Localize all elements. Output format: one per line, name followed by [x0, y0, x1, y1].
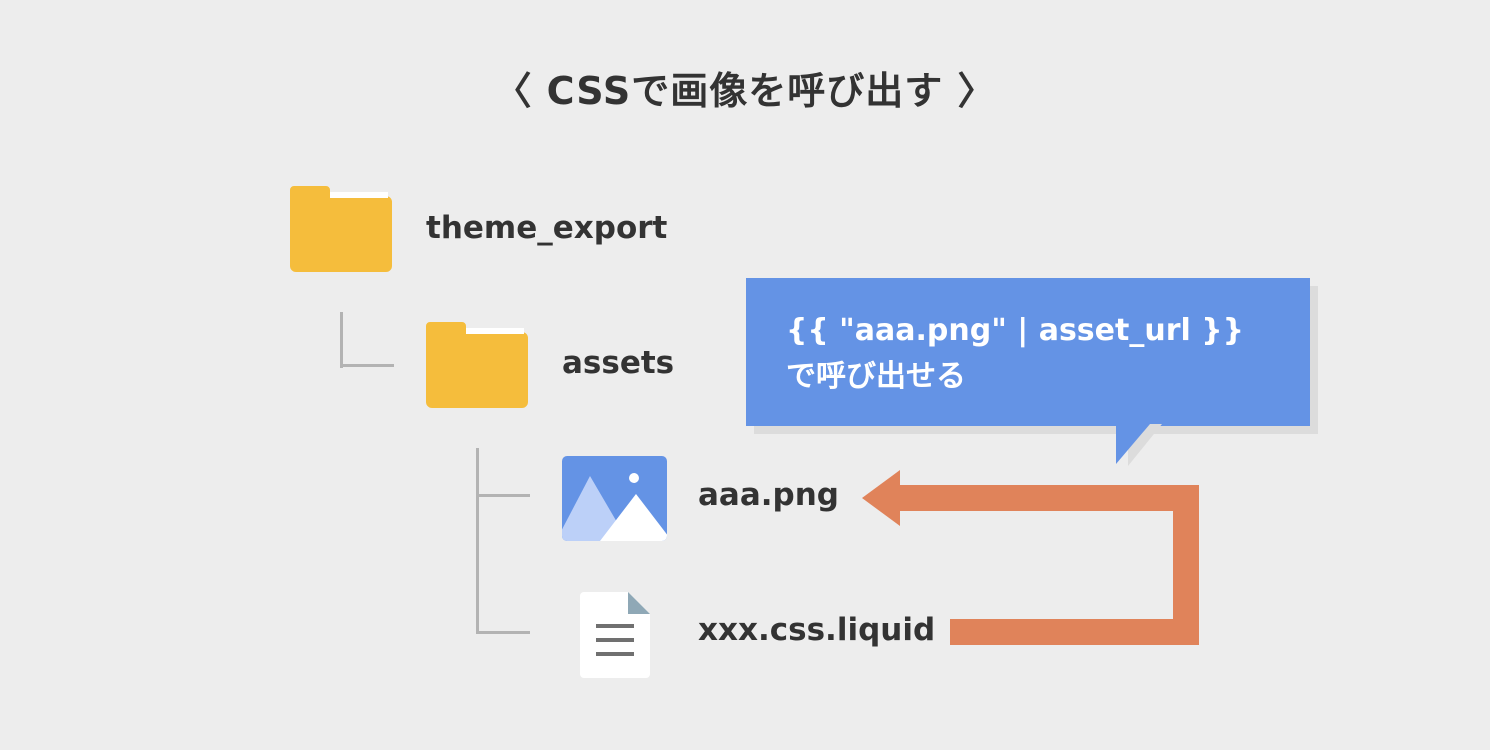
tree-connector-vertical	[340, 312, 343, 368]
folder-icon	[424, 320, 532, 416]
callout-line-2: で呼び出せる	[786, 359, 966, 394]
image-file-icon	[560, 454, 670, 548]
callout-line-1: {{ "aaa.png" | asset_url }}	[786, 313, 1244, 348]
folder-icon	[288, 184, 396, 280]
document-icon	[580, 590, 652, 686]
sub-folder-label: assets	[562, 345, 675, 381]
callout-bubble	[746, 278, 1310, 426]
tree-connector-horizontal	[340, 364, 394, 367]
reference-arrow	[860, 468, 1205, 652]
arrow-shaft	[896, 485, 1199, 645]
root-folder-label: theme_export	[426, 210, 668, 246]
diagram-title: 〈 CSSで画像を呼び出す 〉	[493, 69, 997, 113]
image-file-label: aaa.png	[698, 477, 839, 513]
tree-connector-vertical	[476, 448, 479, 634]
callout-tail	[1112, 424, 1162, 472]
callout-text: {{ "aaa.png" | asset_url }} で呼び出せる	[786, 308, 1306, 400]
tree-connector-horizontal	[476, 631, 530, 634]
tree-connector-horizontal	[476, 494, 530, 497]
css-file-label: xxx.css.liquid	[698, 612, 936, 648]
arrow-head	[862, 470, 900, 526]
